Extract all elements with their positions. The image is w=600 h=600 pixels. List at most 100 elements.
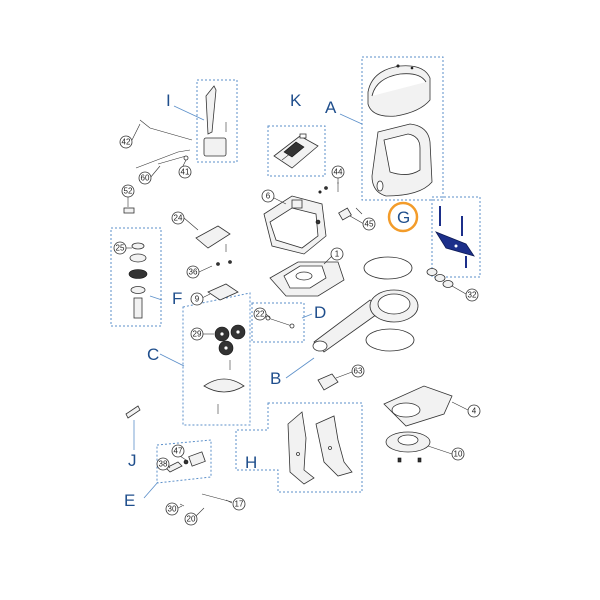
callout-1 — [330, 247, 344, 261]
group-e-box — [156, 439, 212, 484]
part-base-housing — [269, 261, 345, 297]
part-pins-17-20 — [179, 493, 233, 507]
part-nuts-36 — [216, 260, 232, 266]
group-label-a: A — [325, 98, 337, 117]
part-spring-clip — [355, 207, 363, 215]
group-a-box — [361, 56, 444, 201]
group-label-j: J — [128, 451, 137, 470]
svg-text:36: 36 — [189, 268, 198, 277]
part-mounting-bracket-g — [435, 206, 475, 268]
callout-38 — [156, 457, 170, 471]
part-lever-42 — [139, 119, 193, 141]
svg-text:63: 63 — [354, 367, 363, 376]
leader-d — [301, 313, 313, 319]
group-label-g: G — [397, 208, 410, 227]
svg-text:24: 24 — [174, 214, 183, 223]
callout-45 — [362, 217, 376, 231]
part-small-screws-44 — [318, 182, 339, 194]
callout-41 — [178, 165, 192, 179]
part-bracket-63 — [317, 373, 339, 391]
svg-text:42: 42 — [122, 138, 131, 147]
callout-22 — [253, 307, 267, 321]
callout-6 — [261, 189, 275, 203]
group-label-c: C — [147, 345, 159, 364]
part-circuit-board — [273, 133, 319, 169]
svg-text:4: 4 — [472, 407, 477, 416]
svg-text:38: 38 — [159, 460, 168, 469]
svg-text:10: 10 — [454, 450, 463, 459]
callout-20 — [184, 512, 198, 526]
group-label-f: F — [172, 289, 182, 308]
svg-text:44: 44 — [334, 168, 343, 177]
callout-42 — [119, 135, 133, 149]
callout-36 — [186, 265, 200, 279]
part-key-j — [125, 405, 141, 419]
part-lever-60 — [135, 149, 191, 169]
svg-text:22: 22 — [256, 310, 265, 319]
callout-30 — [165, 502, 179, 516]
part-turntable — [385, 431, 431, 453]
group-label-h: H — [245, 453, 257, 472]
leader-i — [173, 105, 205, 121]
group-g-box — [431, 196, 481, 278]
callout-25 — [113, 241, 127, 255]
group-label-i: I — [166, 91, 171, 110]
part-coupling-45 — [338, 207, 352, 221]
group-i-box — [196, 79, 238, 163]
part-cap-24 — [195, 225, 231, 252]
group-f-box — [110, 227, 162, 327]
part-shaft-e — [165, 451, 206, 473]
callout-9 — [190, 292, 204, 306]
group-label-k: K — [290, 91, 302, 110]
svg-text:20: 20 — [187, 515, 196, 524]
callout-47 — [171, 444, 185, 458]
svg-text:41: 41 — [181, 168, 190, 177]
svg-text:47: 47 — [174, 447, 183, 456]
callout-60 — [138, 171, 152, 185]
part-spring-41 — [157, 155, 189, 165]
part-actuator-bracket — [203, 85, 227, 157]
group-g-highlight-ring — [387, 201, 419, 233]
group-label-e: E — [124, 491, 135, 510]
part-motor-housing — [263, 195, 327, 255]
part-lid — [367, 64, 431, 117]
callout-52 — [121, 184, 135, 198]
part-base-plate — [383, 385, 453, 427]
part-gear-train — [203, 324, 246, 414]
callout-10 — [451, 447, 465, 461]
svg-text:29: 29 — [193, 330, 202, 339]
callout-4 — [467, 404, 481, 418]
group-d-box — [251, 302, 305, 343]
part-front-cover — [371, 123, 433, 197]
svg-text:17: 17 — [235, 500, 244, 509]
part-rubber-pads — [426, 268, 454, 288]
svg-text:9: 9 — [195, 295, 200, 304]
group-h-box — [235, 402, 363, 493]
group-label-b: B — [270, 369, 281, 388]
leader-c — [159, 353, 185, 367]
callout-63 — [351, 364, 365, 378]
svg-text:25: 25 — [116, 244, 125, 253]
leader-f — [149, 295, 163, 301]
svg-text:60: 60 — [141, 174, 150, 183]
group-c-box — [182, 292, 251, 426]
leader-e — [143, 481, 159, 499]
callout-29 — [190, 327, 204, 341]
svg-text:1: 1 — [335, 250, 340, 259]
leader-a — [339, 113, 363, 125]
svg-text:52: 52 — [124, 187, 133, 196]
part-spindle-stack — [128, 242, 148, 319]
part-brackets-h — [287, 411, 353, 485]
callout-32 — [465, 288, 479, 302]
leader-b — [285, 357, 315, 379]
part-gasket-lower — [365, 328, 415, 352]
callout-24 — [171, 211, 185, 225]
group-k-box — [267, 125, 326, 177]
callout-44 — [331, 165, 345, 179]
part-arm-assembly — [312, 289, 419, 353]
part-plate-9 — [207, 283, 239, 301]
svg-text:45: 45 — [365, 220, 374, 229]
part-gasket-upper — [363, 256, 413, 280]
group-label-d: D — [314, 303, 326, 322]
